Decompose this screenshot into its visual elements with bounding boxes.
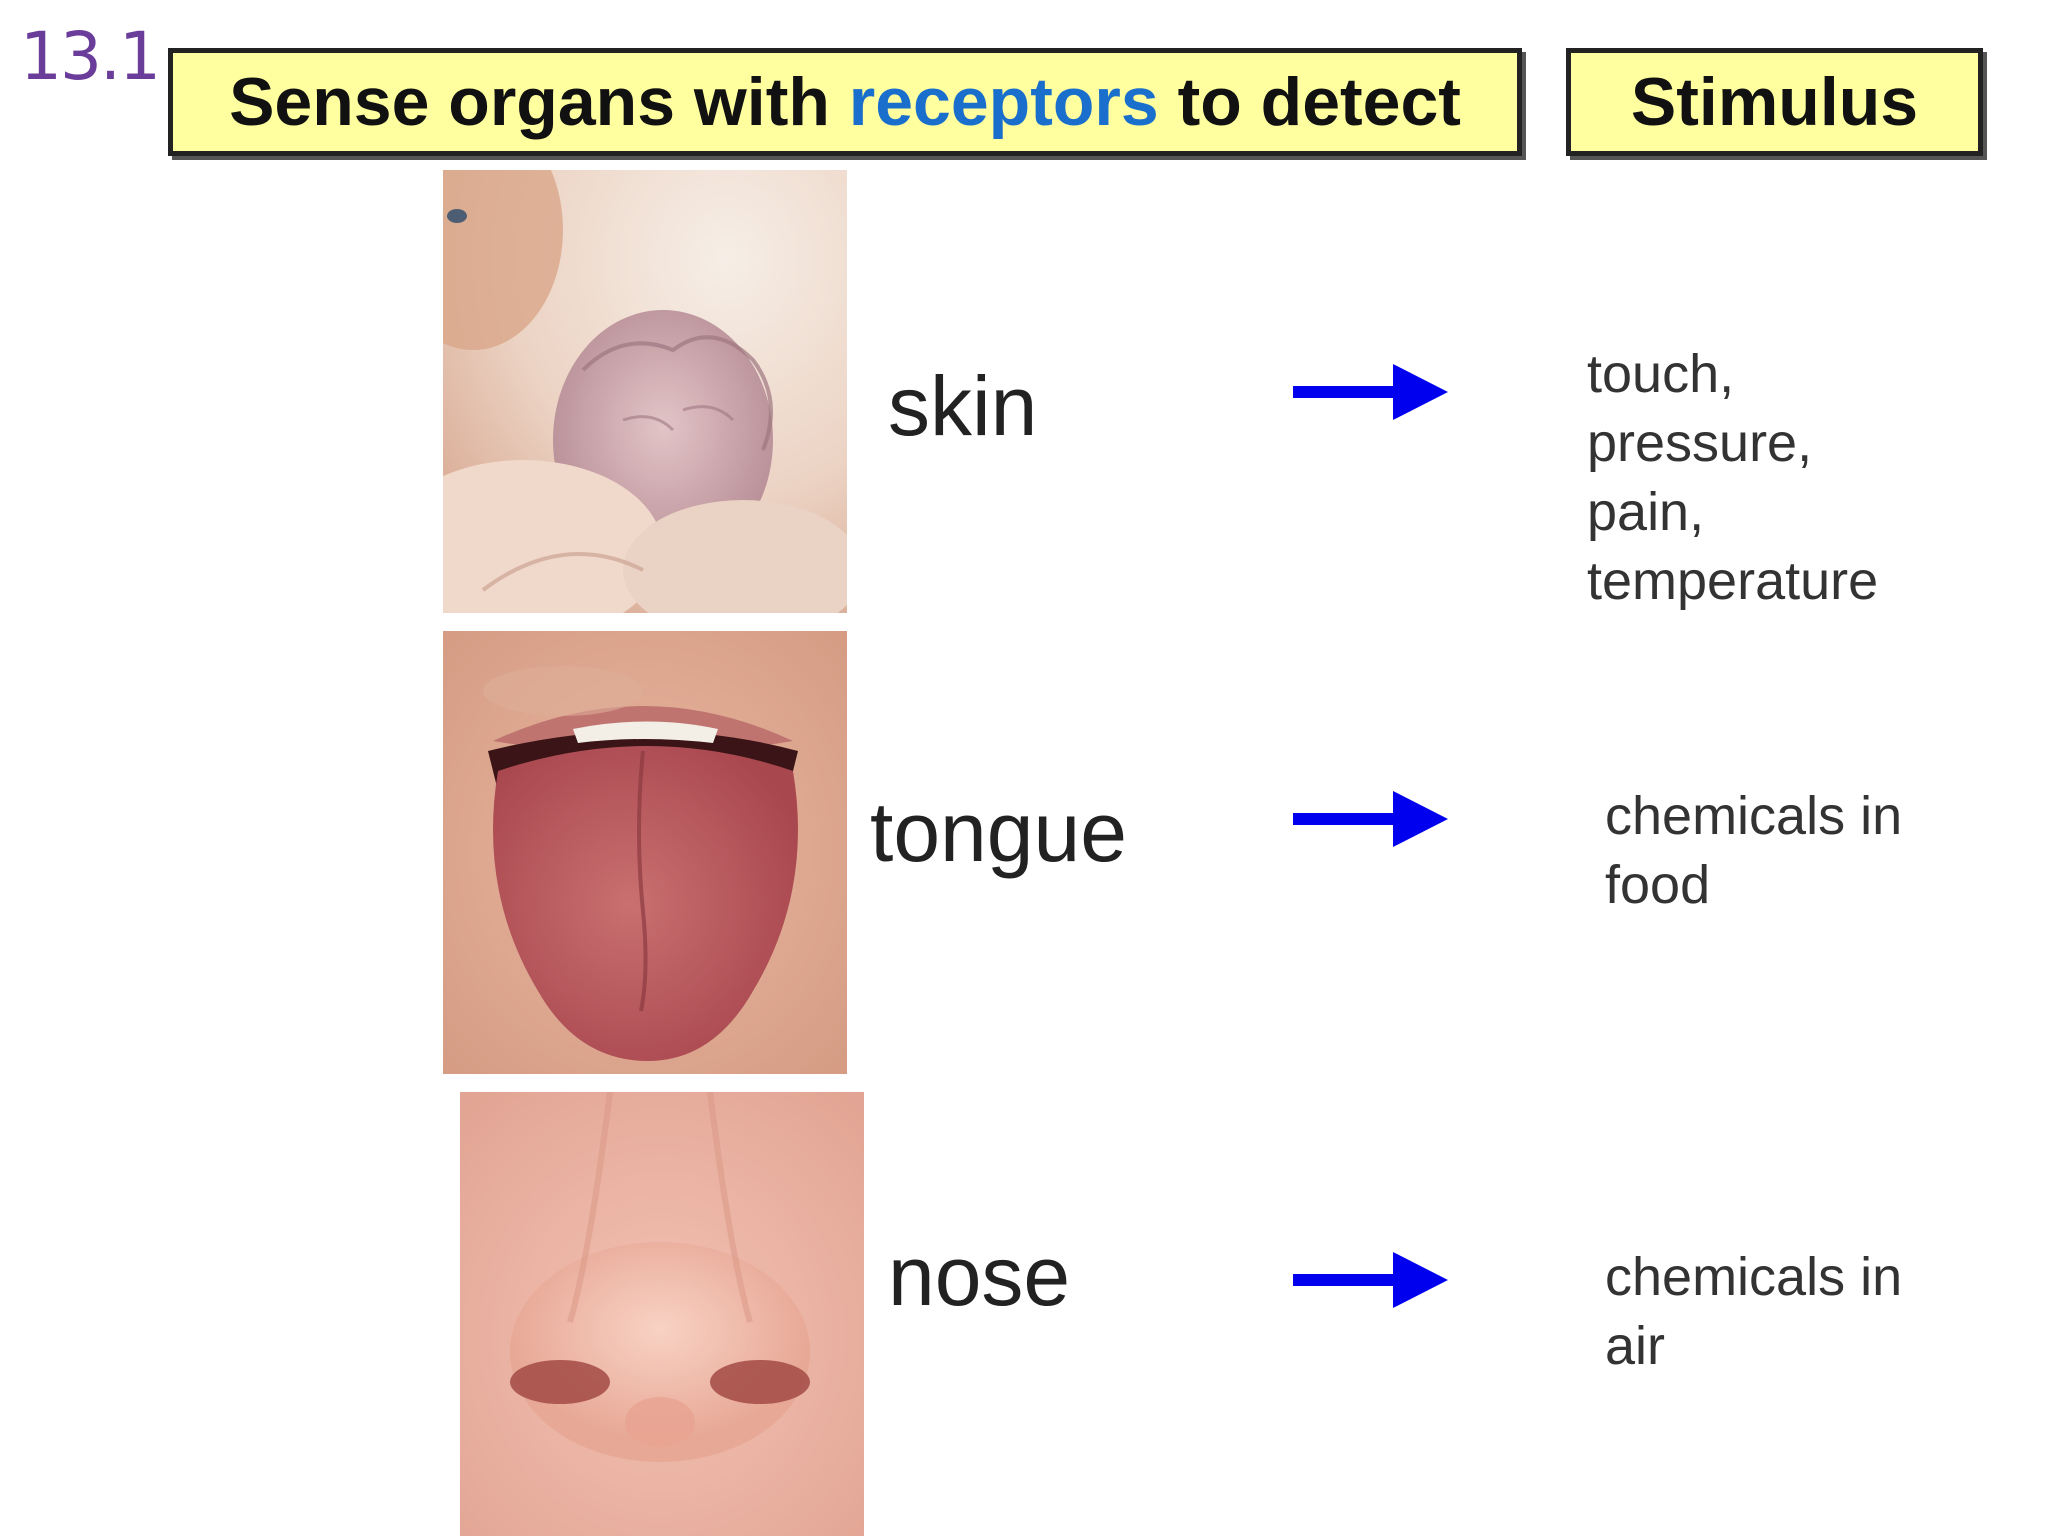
tongue-photo — [443, 631, 847, 1074]
stimulus-skin: touch, pressure, pain, temperature — [1587, 340, 1878, 616]
stimulus-line: pressure, — [1587, 413, 1813, 473]
stimulus-nose: chemicals in air — [1605, 1243, 1902, 1381]
stimulus-line: temperature — [1587, 551, 1879, 611]
stimulus-line: air — [1605, 1316, 1666, 1376]
header-left-prefix: Sense organs with — [229, 64, 849, 140]
organ-label-skin: skin — [888, 359, 1038, 453]
stimulus-line: food — [1605, 855, 1711, 915]
stimulus-line: chemicals in — [1605, 786, 1903, 846]
header-stimulus: Stimulus — [1566, 48, 1983, 156]
stimulus-line: chemicals in — [1605, 1247, 1903, 1307]
header-left-suffix: to detect — [1158, 64, 1461, 140]
arrow-right-icon — [1293, 1252, 1448, 1308]
stimulus-line: touch, — [1587, 344, 1735, 404]
header-receptors-word: receptors — [848, 64, 1159, 140]
organ-label-tongue: tongue — [870, 785, 1127, 879]
nose-photo — [460, 1092, 864, 1536]
stimulus-tongue: chemicals in food — [1605, 782, 1902, 920]
section-number: 13.1 — [20, 18, 161, 95]
organ-label-nose: nose — [888, 1229, 1071, 1323]
stimulus-line: pain, — [1587, 482, 1705, 542]
arrow-right-icon — [1293, 791, 1448, 847]
header-stimulus-label: Stimulus — [1630, 64, 1919, 140]
baby-hand-photo — [443, 170, 847, 613]
header-sense-organs: Sense organs with receptors to detect — [168, 48, 1522, 156]
arrow-right-icon — [1293, 364, 1448, 420]
